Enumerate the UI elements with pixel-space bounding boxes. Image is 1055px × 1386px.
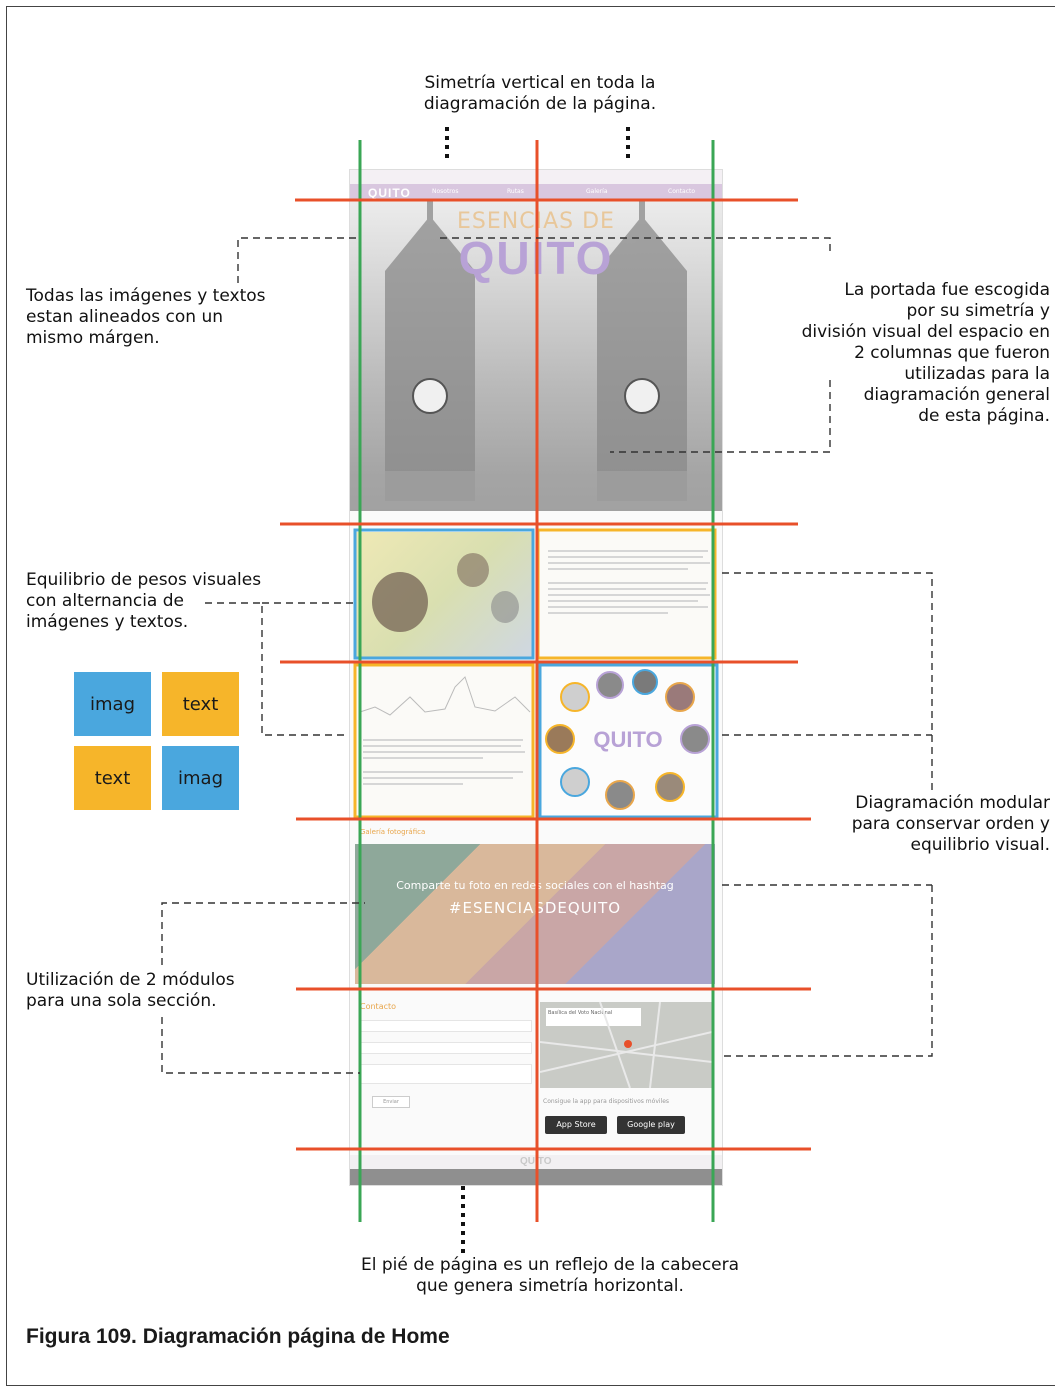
figure-caption: Figura 109. Diagramación página de Home — [26, 1325, 450, 1348]
leader-modular-top — [722, 572, 933, 790]
nav-item-4: Contacto — [668, 188, 696, 195]
annotation-two-modules: Utilización de 2 módulos para una sola s… — [26, 970, 235, 1011]
leader-modules-bottom — [161, 1017, 360, 1074]
skyline-line-drawing — [359, 676, 531, 716]
hero-title-main: QUITO — [458, 232, 614, 284]
legend-text-box-1: text — [162, 672, 239, 736]
circles-logo-text: QUITO — [593, 727, 662, 752]
circles-collage-image: QUITO — [545, 669, 710, 810]
map-roads — [540, 1002, 712, 1088]
hero-title-top: ESENCIAS DE — [457, 209, 615, 234]
text-module-1 — [540, 532, 715, 658]
map-pin-icon — [624, 1040, 632, 1048]
basilica-towers-image — [350, 201, 722, 511]
hero-cover: ESENCIAS DE QUITO — [350, 201, 722, 511]
google-play-badge: Google play — [617, 1116, 685, 1134]
balloons-image — [372, 553, 519, 632]
leader-cover-top — [440, 237, 831, 255]
contact-title: Contacto — [360, 1002, 397, 1011]
mockup-logo: QUITO — [368, 186, 411, 200]
text-module-2 — [355, 667, 533, 817]
leader-modular-bottom — [722, 885, 933, 1057]
module-outline-text-2 — [353, 663, 535, 819]
nav-item-2: Rutas — [507, 188, 524, 195]
nav-item-1: Nosotros — [432, 188, 459, 195]
leader-modules-top — [161, 902, 365, 965]
app-download-text: Consigue la app para dispositivos móvile… — [543, 1098, 670, 1105]
send-button: Enviar — [372, 1096, 410, 1108]
legend-image-box-2: imag — [162, 746, 239, 810]
module-outline-text-1 — [536, 528, 717, 660]
leader-balance-bottom — [205, 602, 348, 736]
leader-alignment — [237, 237, 358, 283]
module-outline-image-2 — [538, 663, 719, 819]
legend-image-box-1: imag — [74, 672, 151, 736]
annotation-alignment: Todas las imágenes y textos estan alinea… — [26, 286, 266, 348]
annotation-vertical-symmetry: Simetría vertical en toda la diagramació… — [423, 73, 657, 114]
map-info-card: Basílica del Voto Nacional — [546, 1008, 641, 1026]
annotation-modular: Diagramación modular para conservar orde… — [851, 793, 1050, 855]
annotation-visual-balance: Equilibrio de pesos visuales con alterna… — [26, 570, 262, 632]
annotation-cover: La portada fue escogida por su simetría … — [801, 280, 1050, 426]
photo-section-title: Galería fotográfica — [360, 828, 426, 836]
leader-cover-bottom — [610, 380, 831, 453]
app-store-badge: App Store — [545, 1116, 607, 1134]
module-outline-image-1 — [353, 528, 535, 660]
map-module: Basílica del Voto Nacional — [540, 1002, 712, 1088]
legend-text-box-2: text — [74, 746, 151, 810]
nav-item-3: Galería — [586, 188, 608, 195]
balloons-image-module — [355, 532, 533, 658]
photo-banner-hashtag: #ESENCIASDEQUITO — [448, 899, 622, 917]
annotation-footer: El pié de página es un reflejo de la cab… — [360, 1255, 740, 1296]
circles-image-module: QUITO — [540, 667, 715, 817]
photo-banner-text: Comparte tu foto en redes sociales con e… — [396, 879, 674, 892]
photo-banner: Comparte tu foto en redes sociales con e… — [355, 844, 715, 984]
